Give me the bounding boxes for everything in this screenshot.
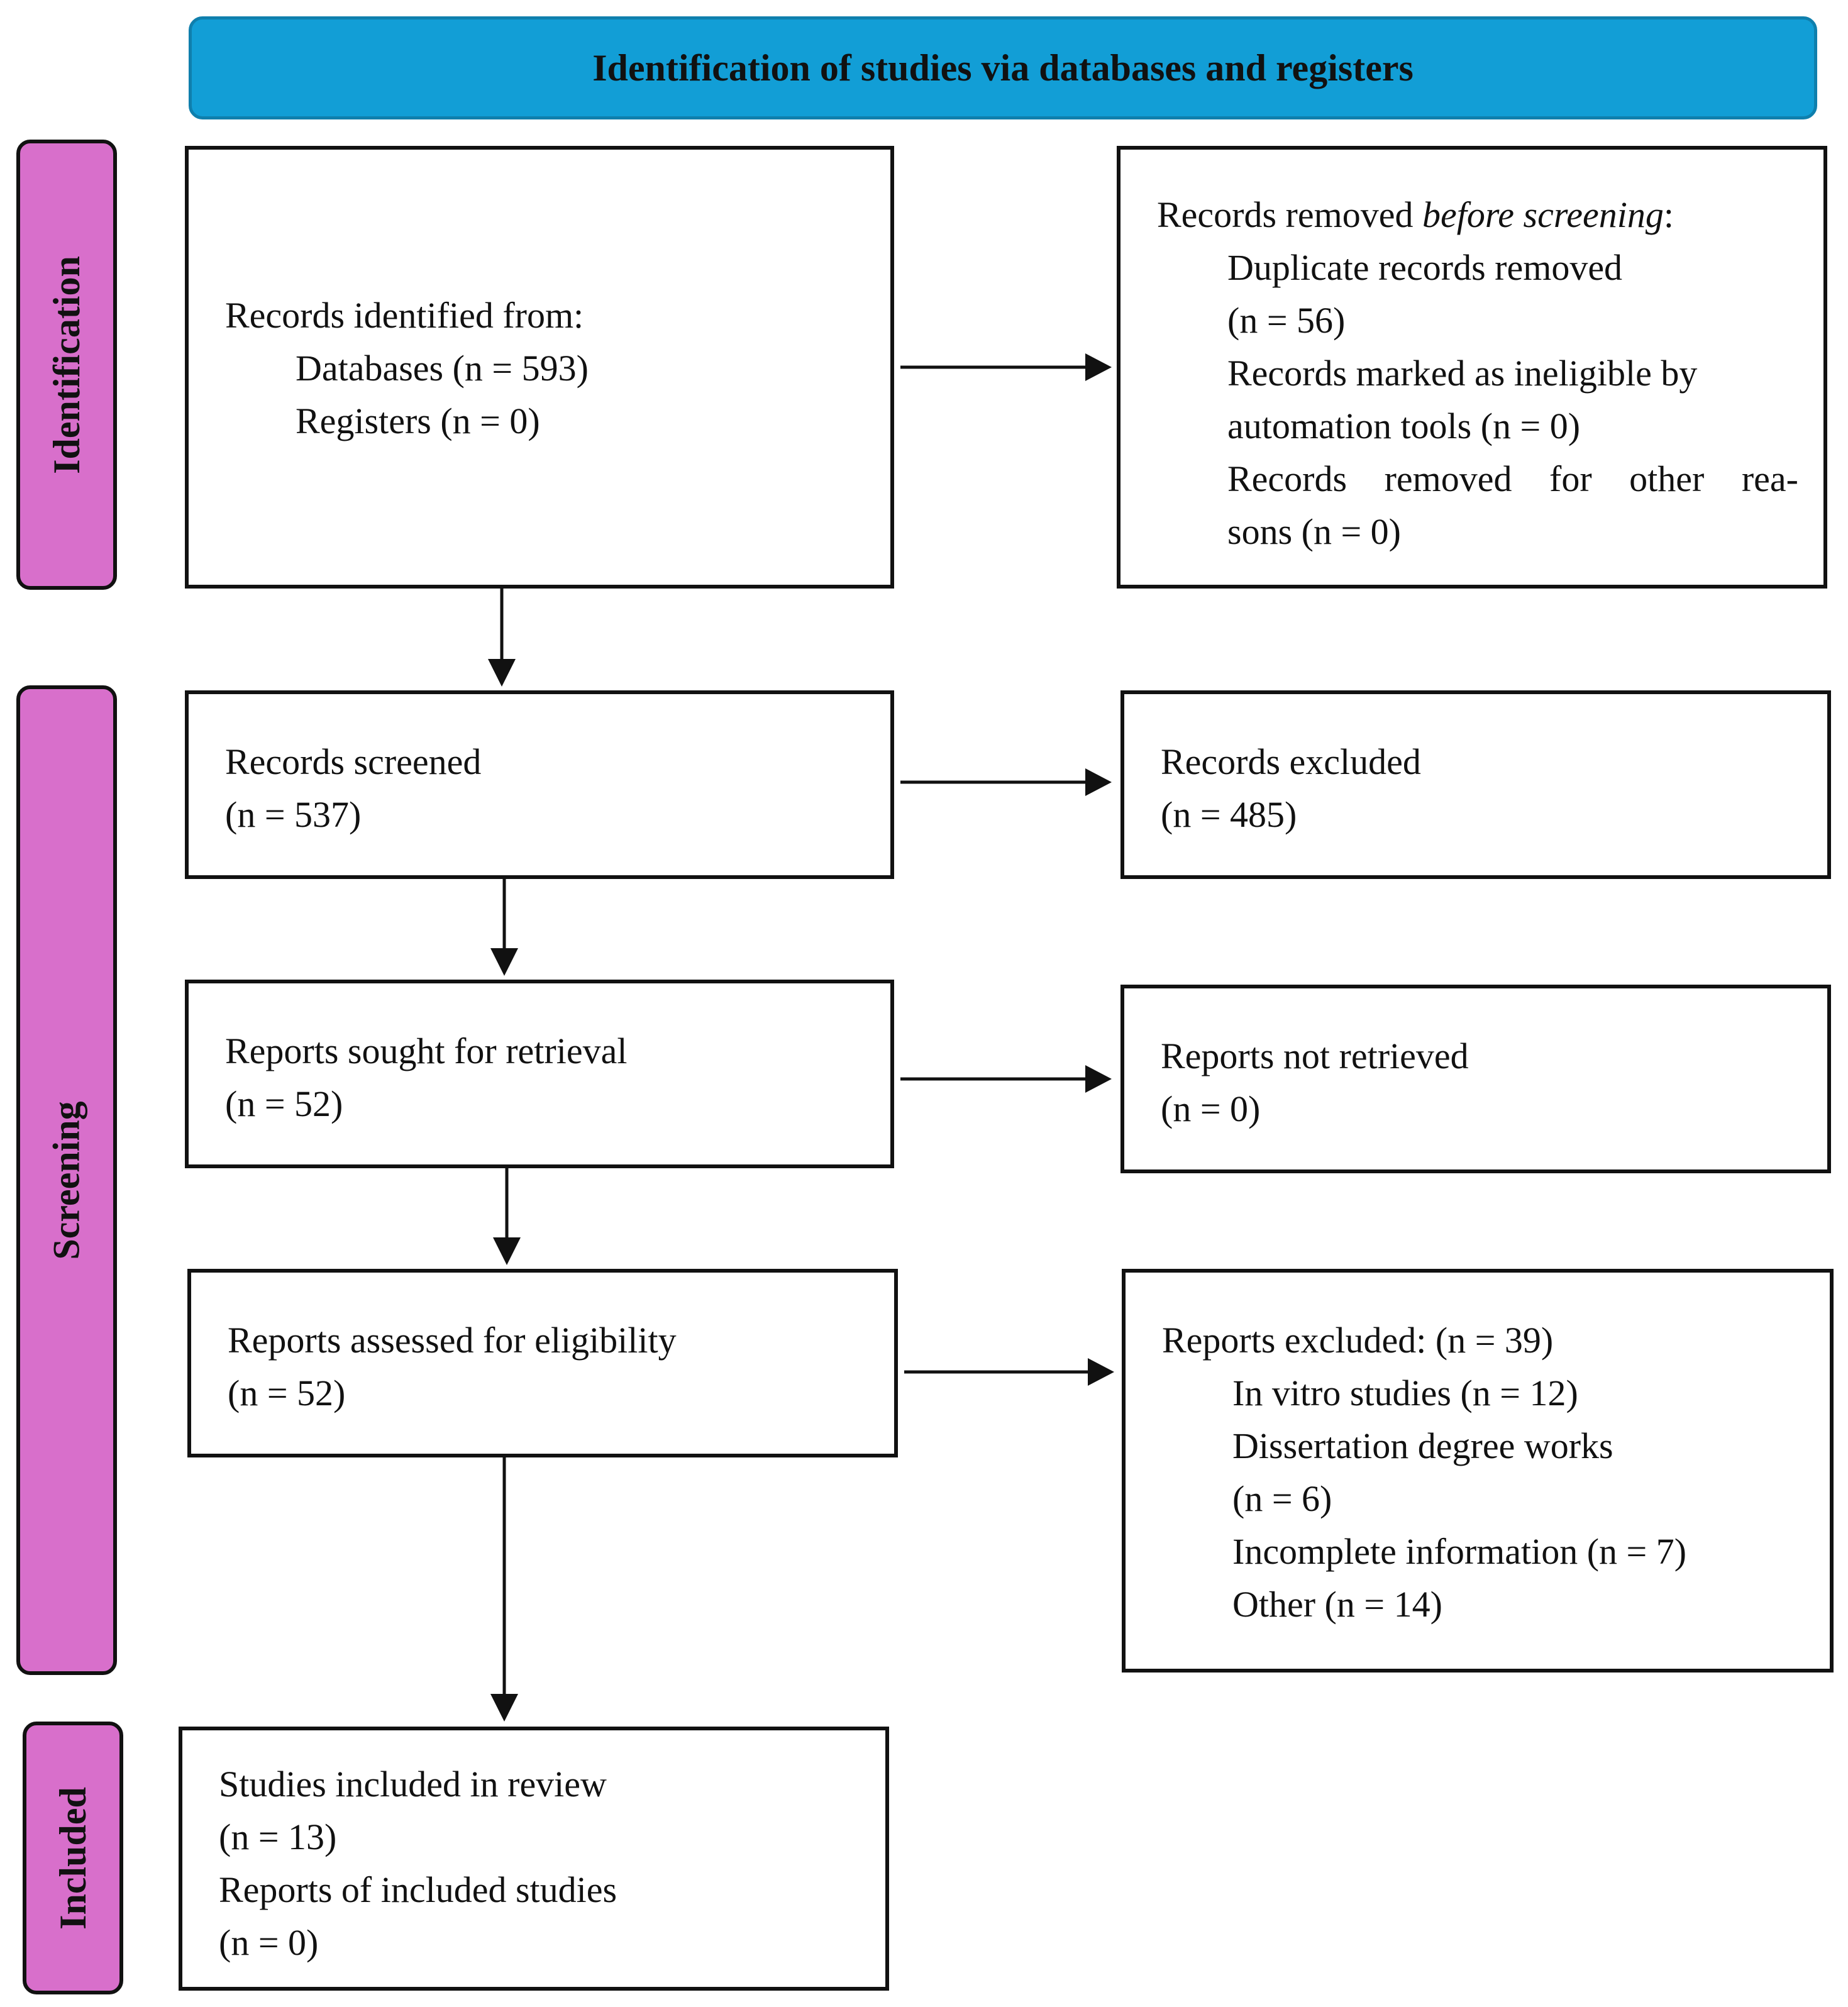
reports-assessed-count: (n = 52) <box>228 1373 346 1413</box>
phase-included: Included <box>23 1722 123 1994</box>
phase-identification: Identification <box>16 140 117 590</box>
reports-not-retrieved-title: Reports not retrieved <box>1161 1036 1469 1076</box>
reports-not-retrieved-box: Reports not retrieved (n = 0) <box>1120 985 1831 1173</box>
dissertation-count: (n = 6) <box>1232 1478 1332 1519</box>
studies-included-box: Studies included in review (n = 13) Repo… <box>179 1727 889 1991</box>
records-removed-title-emphasis: before screening <box>1422 194 1664 235</box>
arrowhead-6 <box>490 948 518 976</box>
other-reasons-count: sons (n = 0) <box>1227 511 1401 552</box>
ineligible-count: automation tools (n = 0) <box>1227 406 1581 446</box>
records-removed-box: Records removed before screening: Duplic… <box>1117 146 1827 589</box>
arrowhead-7 <box>493 1237 521 1265</box>
arrowhead-1 <box>1085 353 1112 381</box>
other-count: Other (n = 14) <box>1232 1584 1442 1625</box>
arrowhead-8 <box>490 1694 518 1722</box>
in-vitro-count: In vitro studies (n = 12) <box>1232 1373 1578 1413</box>
arrowhead-3 <box>1085 1065 1112 1093</box>
reports-excluded-box: Reports excluded: (n = 39) In vitro stud… <box>1122 1269 1834 1672</box>
duplicates-count: (n = 56) <box>1227 300 1346 341</box>
records-excluded-count: (n = 485) <box>1161 794 1297 835</box>
incomplete-count: Incomplete information (n = 7) <box>1232 1531 1687 1572</box>
other-reasons-label: Records removed for other rea- <box>1157 453 1798 506</box>
dissertation-label: Dissertation degree works <box>1232 1425 1613 1466</box>
studies-included-title: Studies included in review <box>219 1764 607 1805</box>
other-word-3: for <box>1549 458 1592 499</box>
arrowhead-5 <box>488 659 516 687</box>
reports-not-retrieved-count: (n = 0) <box>1161 1088 1261 1129</box>
reports-excluded-title: Reports excluded: (n = 39) <box>1162 1320 1554 1361</box>
phase-screening: Screening <box>16 685 117 1675</box>
reports-sought-box: Reports sought for retrieval (n = 52) <box>185 980 894 1168</box>
other-word-2: removed <box>1384 458 1512 499</box>
databases-count: Databases (n = 593) <box>296 348 589 389</box>
header-banner: Identification of studies via databases … <box>189 16 1817 119</box>
records-screened-box: Records screened (n = 537) <box>185 690 894 879</box>
records-removed-title: Records removed before screening: <box>1157 189 1798 241</box>
other-word-5: rea- <box>1741 458 1798 499</box>
reports-sought-title: Reports sought for retrieval <box>225 1031 628 1071</box>
records-excluded-title: Records excluded <box>1161 741 1421 782</box>
reports-included-count: (n = 0) <box>219 1922 319 1963</box>
records-identified-title: Records identified from: <box>225 295 584 336</box>
records-removed-title-prefix: Records removed <box>1157 194 1422 235</box>
reports-assessed-box: Reports assessed for eligibility (n = 52… <box>187 1269 898 1457</box>
header-title: Identification of studies via databases … <box>592 47 1414 89</box>
other-word-4: other <box>1629 458 1705 499</box>
reports-included-title: Reports of included studies <box>219 1869 617 1910</box>
duplicates-label: Duplicate records removed <box>1227 247 1623 288</box>
records-screened-count: (n = 537) <box>225 794 362 835</box>
registers-count: Registers (n = 0) <box>296 401 540 441</box>
studies-included-count: (n = 13) <box>219 1816 337 1857</box>
records-screened-title: Records screened <box>225 741 482 782</box>
records-removed-title-suffix: : <box>1663 194 1674 235</box>
ineligible-label: Records marked as ineligible by <box>1227 353 1698 394</box>
arrowhead-2 <box>1085 768 1112 796</box>
reports-assessed-title: Reports assessed for eligibility <box>228 1320 677 1361</box>
records-excluded-box: Records excluded (n = 485) <box>1120 690 1831 879</box>
records-identified-box: Records identified from: Databases (n = … <box>185 146 894 589</box>
other-word-1: Records <box>1227 458 1347 499</box>
reports-sought-count: (n = 52) <box>225 1083 343 1124</box>
arrowhead-4 <box>1088 1358 1114 1386</box>
